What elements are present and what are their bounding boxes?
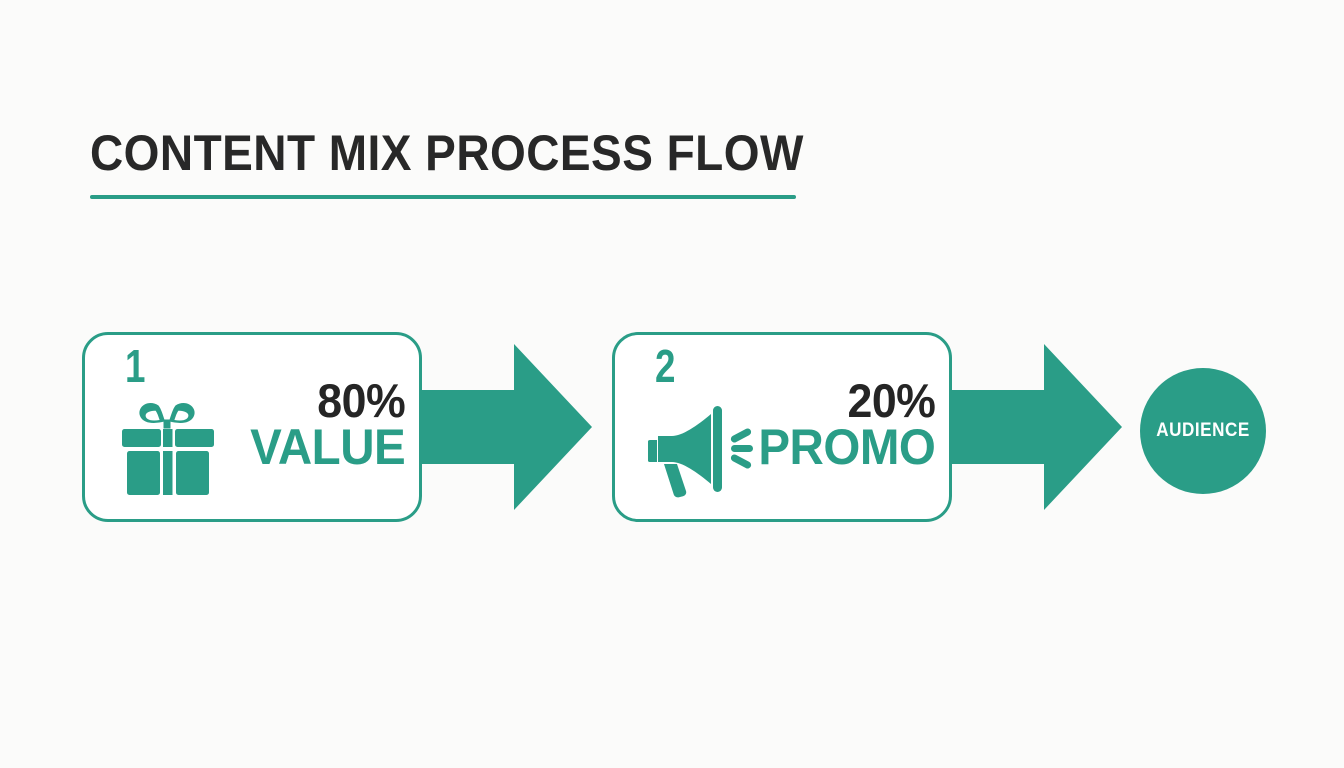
step-number-1: 1 [125,340,146,392]
process-flow-row: 1 [0,332,1344,524]
step-metric-1: 80% VALUE [242,374,406,476]
megaphone-icon [643,393,761,503]
step-card-2[interactable]: 2 [612,332,952,522]
title-underline-rule [90,195,796,199]
step-metric-2: 20% PROMO [749,374,936,476]
page-title: CONTENT MIX PROCESS FLOW [90,125,804,181]
arrow-right-icon-2 [952,338,1122,516]
step-number-2: 2 [655,340,676,392]
step-percent-2: 20% [847,374,935,427]
audience-label: AUDIENCE [1156,420,1250,441]
step-label-1: VALUE [249,419,406,476]
step-percent-1: 80% [317,374,405,427]
arrow-right-icon-1 [422,338,592,516]
step-card-1[interactable]: 1 [82,332,422,522]
gift-icon [113,393,231,503]
audience-node[interactable]: AUDIENCE [1140,368,1266,494]
title-block: CONTENT MIX PROCESS FLOW [90,128,810,199]
step-label-2: PROMO [757,419,936,476]
